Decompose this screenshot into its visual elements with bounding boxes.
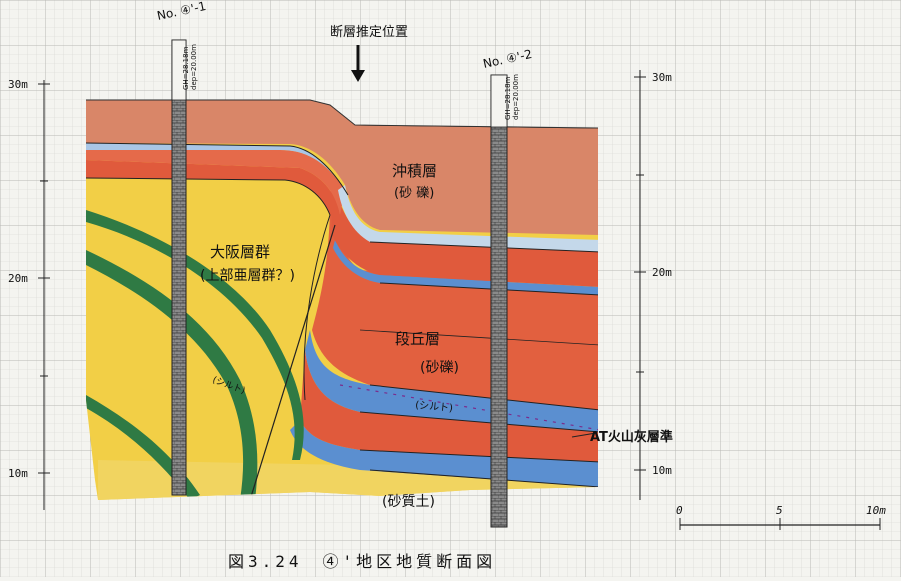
left-axis-20m: 20m bbox=[8, 272, 28, 285]
sandy-soil-label: (砂質土) bbox=[382, 494, 435, 510]
alluvium-sub-label: (砂 礫) bbox=[394, 185, 434, 201]
terrace-silt-band bbox=[305, 330, 598, 432]
borehole-2-meta1: GH=28.18m bbox=[504, 76, 512, 120]
osaka-sub-label: (上部亜層群？) bbox=[200, 268, 295, 284]
terrace-sub-label: (砂礫) bbox=[420, 360, 459, 376]
borehole-1-meta1: GH=28.18m bbox=[182, 46, 190, 90]
fault-line bbox=[249, 224, 336, 500]
left-axis-30m: 30m bbox=[8, 78, 28, 91]
at-ash-label: AT火山灰層準 bbox=[590, 429, 673, 445]
right-axis-30m: 30m bbox=[652, 71, 672, 84]
terrace-red-lower bbox=[300, 350, 598, 462]
left-red-band-2 bbox=[86, 146, 345, 215]
terrace-red-main bbox=[312, 200, 598, 410]
fault-line-2 bbox=[303, 214, 331, 401]
down-arrow-icon bbox=[351, 45, 365, 82]
terrace-label: 段丘層 bbox=[395, 330, 440, 348]
right-axis-10m: 10m bbox=[652, 464, 672, 477]
osaka-label: 大阪層群 bbox=[210, 243, 270, 261]
figure-caption: 図3.24 ④'地区地質断面図 bbox=[228, 552, 497, 571]
scale-10m: 10m bbox=[866, 504, 886, 517]
borehole-2-meta2: dep=20.00m bbox=[512, 74, 520, 120]
green-lens-2 bbox=[86, 250, 258, 500]
left-light-blue bbox=[86, 143, 348, 195]
terrace-blue-upper bbox=[333, 240, 598, 295]
scale-5: 5 bbox=[776, 504, 783, 517]
right-elevation-axis: 30m 20m 10m bbox=[634, 70, 672, 500]
section-body bbox=[86, 100, 598, 500]
alluvium-light-blue bbox=[338, 185, 598, 252]
borehole-1 bbox=[171, 39, 187, 496]
alluvium-layer bbox=[86, 100, 598, 235]
left-elevation-axis: 30m 20m 10m bbox=[8, 78, 50, 510]
borehole-1-meta2: dep=20.00m bbox=[190, 44, 198, 90]
alluvium-red-lower bbox=[330, 170, 598, 287]
silt-label-2: (シルト) bbox=[415, 400, 454, 414]
green-lens-1 bbox=[86, 210, 304, 460]
scale-bar: 0 5 10m bbox=[676, 504, 886, 530]
left-red-band bbox=[86, 160, 340, 215]
alluvium-label: 沖積層 bbox=[392, 162, 437, 180]
borehole-2 bbox=[490, 74, 508, 528]
fault-position-label: 断層推定位置 bbox=[330, 25, 408, 40]
scale-0: 0 bbox=[676, 504, 683, 517]
left-axis-10m: 10m bbox=[8, 467, 28, 480]
terrace-blue-lower bbox=[290, 420, 598, 487]
right-axis-20m: 20m bbox=[652, 266, 672, 279]
